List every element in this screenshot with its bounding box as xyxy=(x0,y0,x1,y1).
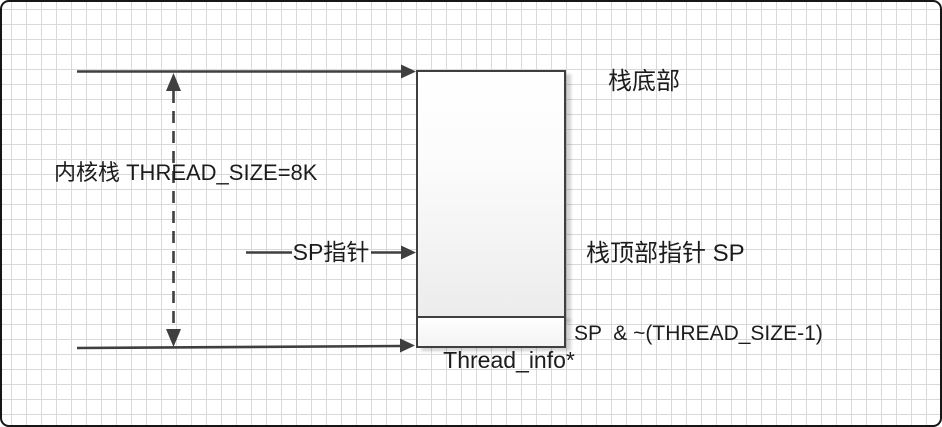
top-arrow-icon xyxy=(77,64,416,79)
thread-info-label: Thread_info* xyxy=(443,347,575,373)
kernel-stack-size-label: 内核栈 THREAD_SIZE=8K xyxy=(54,160,318,185)
thread-info-box: Thread_info* xyxy=(416,316,575,373)
stack-top-pointer-label: 栈顶部指针 SP xyxy=(586,240,745,267)
bottom-arrow-icon xyxy=(76,338,415,353)
stack-bottom-label: 栈底部 xyxy=(608,68,680,95)
stack-mask-expression-label: SP & ~(THREAD_SIZE-1) xyxy=(574,322,823,345)
kernel-stack-box xyxy=(416,70,566,318)
sp-pointer-label: SP指针 xyxy=(292,239,370,265)
thread-size-extent-arrow-icon xyxy=(166,73,181,347)
